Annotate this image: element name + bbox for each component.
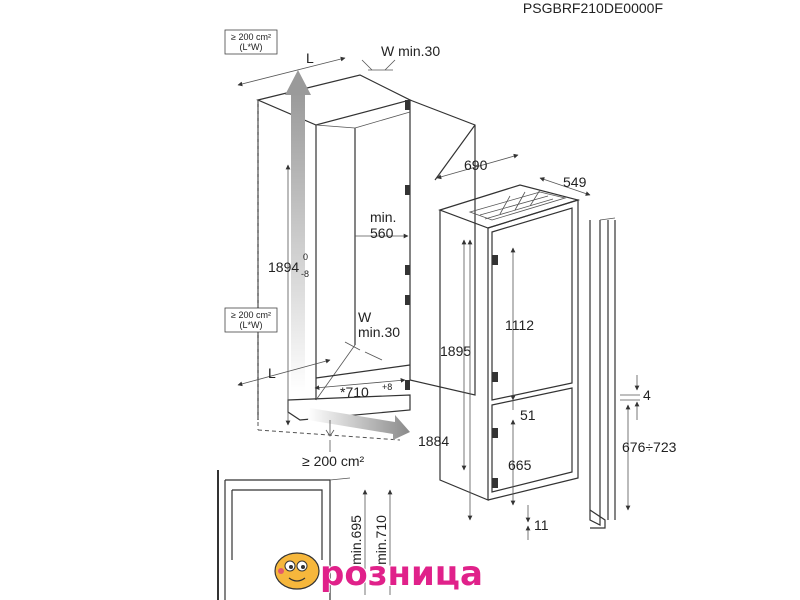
upper-door-value: 1112: [505, 317, 534, 333]
detail-min-695: min.695: [348, 489, 368, 595]
niche-cabinet: [256, 74, 476, 441]
appliance-depth-value: 549: [563, 174, 587, 190]
bottom-l-label: L: [268, 365, 276, 381]
niche-height-tol-up: 0: [303, 252, 308, 262]
bottom-l-dimension: L: [237, 358, 331, 387]
detail-view: [217, 470, 351, 600]
ventilation-bottom-label: ≥ 200 cm² (L*W): [224, 307, 278, 333]
detail-min-710-value: min.710: [373, 515, 389, 565]
niche-width-value: *710: [340, 384, 369, 400]
lower-door-dimension: 665: [508, 419, 532, 506]
bottom-w-min: min.30: [358, 324, 400, 340]
appliance-base-height-value: 1884: [418, 433, 449, 449]
bottom-w-dimension: W min.30: [344, 309, 400, 361]
rozniza-logo: розница: [274, 552, 484, 595]
appliance-height-dimension: 1895: [440, 239, 471, 471]
top-l-w-dimension: L W min.30: [237, 43, 440, 87]
depth-min-label: min.: [370, 209, 396, 225]
door-gap-value: 51: [520, 407, 536, 423]
ventilation-bottom-area: ≥ 200 cm²: [231, 310, 271, 320]
appliance-depth-dimension: 549: [539, 174, 591, 196]
ventilation-bottom-formula: (L*W): [240, 320, 263, 330]
bottom-gap-value: 11: [534, 517, 549, 533]
niche-height-tol-down: -8: [301, 269, 309, 279]
bottom-w-label: W: [358, 309, 372, 325]
door-side-gap-value: 4: [643, 387, 651, 403]
depth-min-value: 560: [370, 225, 394, 241]
door-side-gap-dimension: 4: [620, 375, 651, 420]
ventilation-top-formula: (L*W): [240, 42, 263, 52]
niche-depth-dimension: min. 560: [355, 209, 409, 241]
niche-height-value: 1894: [268, 259, 299, 275]
ventilation-floor-label: ≥ 200 cm²: [302, 453, 364, 469]
niche-width-dimension: *710 +8: [314, 377, 406, 400]
niche-width-tol: +8: [382, 382, 392, 392]
ventilation-up-arrow: [285, 70, 311, 392]
door-gap-dimension: 51: [512, 398, 536, 423]
detail-min-710: min.710: [373, 489, 393, 595]
appliance-base-height-dimension: 1884: [418, 239, 473, 521]
door-side-view: [589, 217, 616, 529]
appliance-height-value: 1895: [440, 343, 471, 359]
door-side-range-dimension: 676÷723: [622, 404, 677, 511]
upper-door-dimension: 1112: [505, 247, 534, 401]
ventilation-in-arrow: [308, 408, 410, 440]
ventilation-floor: ≥ 200 cm²: [302, 440, 364, 469]
appliance-width-dimension: 690: [436, 153, 519, 180]
logo-text: розница: [320, 554, 483, 594]
ventilation-top-label: ≥ 200 cm² (L*W): [224, 29, 278, 55]
appliance-width-value: 690: [464, 157, 488, 173]
detail-min-695-value: min.695: [348, 515, 364, 565]
bottom-gap-dimension: 11: [525, 505, 549, 540]
door-side-range-value: 676÷723: [622, 439, 677, 455]
model-code: PSGBRF210DE0000F: [523, 0, 663, 16]
ventilation-top-area: ≥ 200 cm²: [231, 32, 271, 42]
top-w-label: W min.30: [381, 43, 440, 59]
appliance: [434, 124, 581, 501]
top-l-label: L: [306, 50, 314, 66]
lower-door-value: 665: [508, 457, 532, 473]
